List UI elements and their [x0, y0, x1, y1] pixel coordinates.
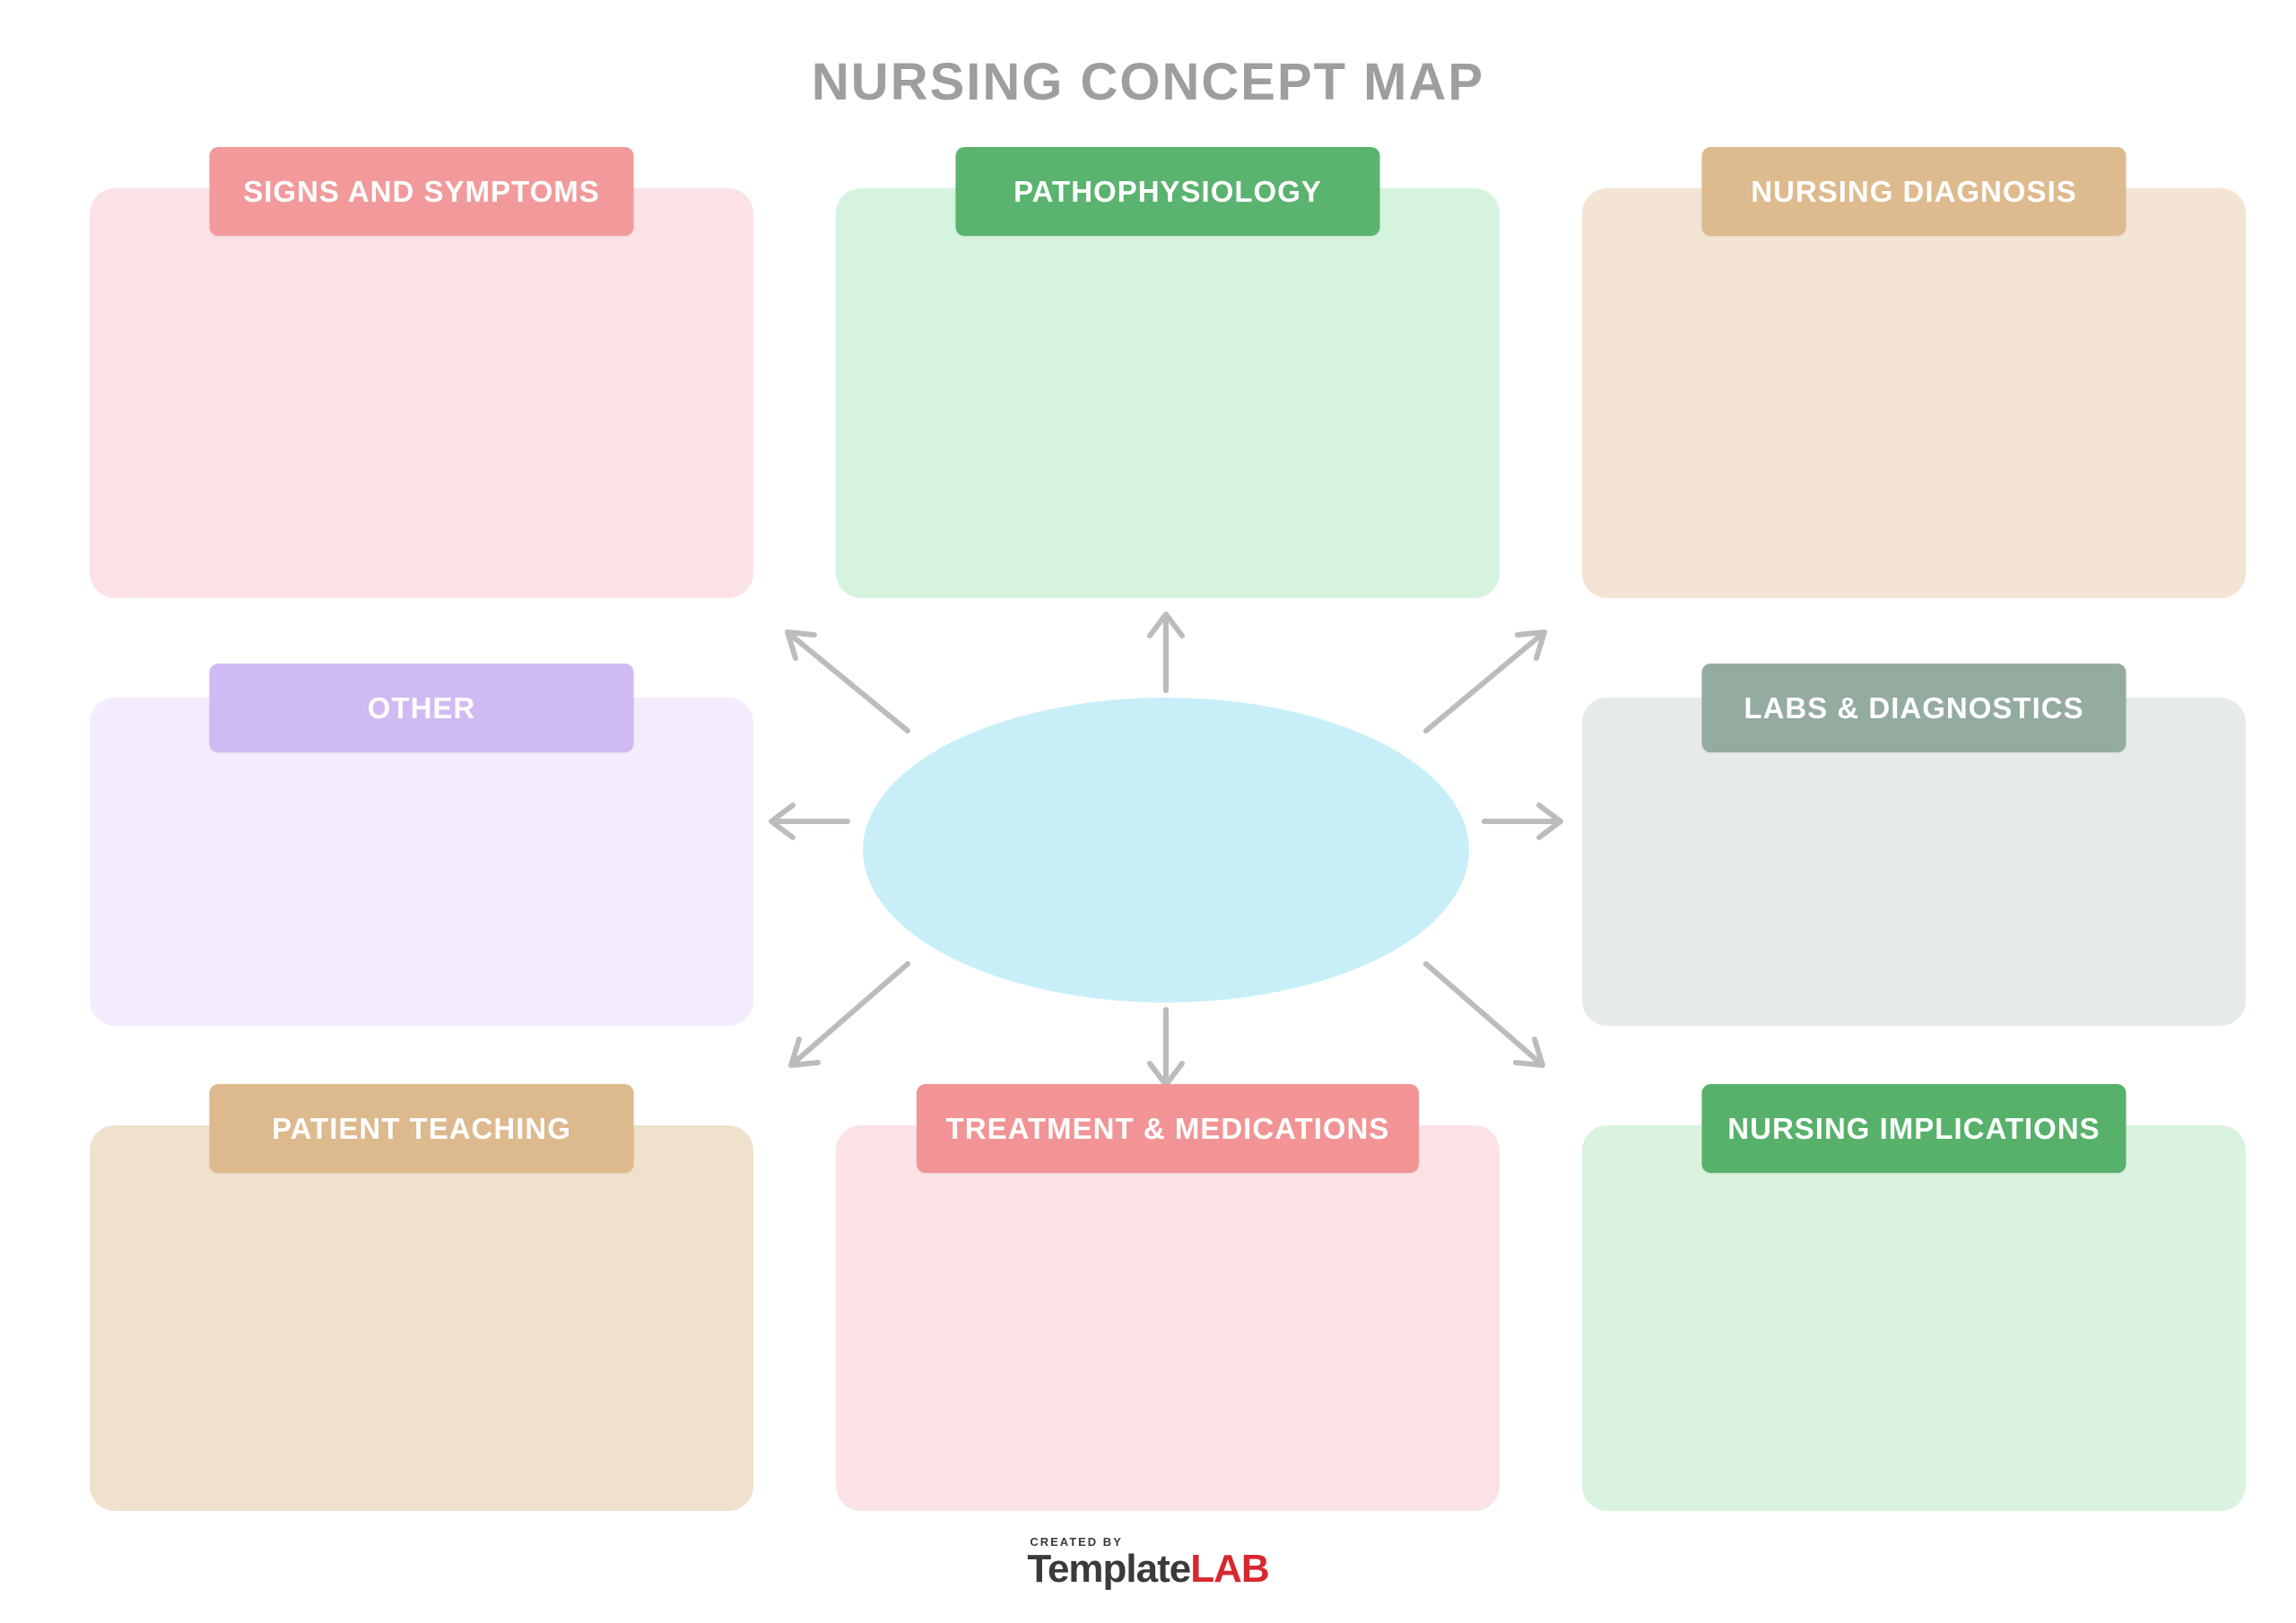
section-body-nursing-implications[interactable] — [1582, 1125, 2246, 1511]
section-label: OTHER — [367, 690, 476, 725]
brand-name: TemplateLAB — [1027, 1547, 1269, 1591]
section-body-signs-and-symptoms[interactable] — [90, 188, 753, 598]
section-header-signs-and-symptoms: SIGNS AND SYMPTOMS — [209, 147, 634, 236]
section-header-nursing-implications: NURSING IMPLICATIONS — [1701, 1084, 2126, 1173]
arrow-right-icon — [1482, 803, 1563, 840]
section-label: NURSING DIAGNOSIS — [1751, 174, 2077, 208]
section-nursing-implications: NURSING IMPLICATIONS — [1582, 1084, 2246, 1511]
section-other: OTHER — [90, 664, 753, 1026]
arrow-down-left-icon — [788, 961, 910, 1068]
arrow-down-icon — [1147, 1007, 1185, 1088]
section-label: PATIENT TEACHING — [272, 1111, 571, 1145]
section-label: PATHOPHYSIOLOGY — [1013, 174, 1322, 208]
section-header-nursing-diagnosis: NURSING DIAGNOSIS — [1701, 147, 2126, 236]
section-header-patient-teaching: PATIENT TEACHING — [209, 1084, 634, 1173]
brand-suffix: LAB — [1190, 1547, 1269, 1591]
section-patient-teaching: PATIENT TEACHING — [90, 1084, 753, 1511]
section-labs-and-diagnostics: LABS & DIAGNOSTICS — [1582, 664, 2246, 1026]
section-body-treatment-and-medications[interactable] — [836, 1125, 1500, 1511]
arrow-up-right-icon — [1423, 629, 1547, 733]
arrow-up-icon — [1147, 612, 1185, 693]
brand-logo: CREATED BY TemplateLAB — [1027, 1535, 1269, 1591]
brand-prefix: Template — [1027, 1547, 1191, 1591]
arrow-up-left-icon — [785, 629, 910, 733]
section-body-nursing-diagnosis[interactable] — [1582, 188, 2246, 598]
brand-footer: CREATED BY TemplateLAB — [0, 1535, 2296, 1590]
created-by-label: CREATED BY — [1030, 1535, 1123, 1549]
arrow-left-icon — [769, 803, 850, 840]
section-body-pathophysiology[interactable] — [836, 188, 1500, 598]
section-signs-and-symptoms: SIGNS AND SYMPTOMS — [90, 147, 753, 598]
center-topic-ellipse[interactable] — [863, 698, 1469, 1002]
section-label: TREATMENT & MEDICATIONS — [945, 1111, 1390, 1145]
section-header-pathophysiology: PATHOPHYSIOLOGY — [955, 147, 1380, 236]
section-header-treatment-and-medications: TREATMENT & MEDICATIONS — [917, 1084, 1419, 1173]
section-nursing-diagnosis: NURSING DIAGNOSIS — [1582, 147, 2246, 598]
section-body-other[interactable] — [90, 698, 753, 1026]
section-label: NURSING IMPLICATIONS — [1727, 1111, 2100, 1145]
section-header-labs-and-diagnostics: LABS & DIAGNOSTICS — [1701, 664, 2126, 752]
section-label: SIGNS AND SYMPTOMS — [243, 174, 600, 208]
section-treatment-and-medications: TREATMENT & MEDICATIONS — [836, 1084, 1500, 1511]
section-body-patient-teaching[interactable] — [90, 1125, 753, 1511]
section-body-labs-and-diagnostics[interactable] — [1582, 698, 2246, 1026]
arrow-down-right-icon — [1423, 961, 1545, 1068]
section-header-other: OTHER — [209, 664, 634, 752]
section-label: LABS & DIAGNOSTICS — [1744, 690, 2084, 725]
section-pathophysiology: PATHOPHYSIOLOGY — [836, 147, 1500, 598]
page-title: NURSING CONCEPT MAP — [811, 53, 1485, 111]
